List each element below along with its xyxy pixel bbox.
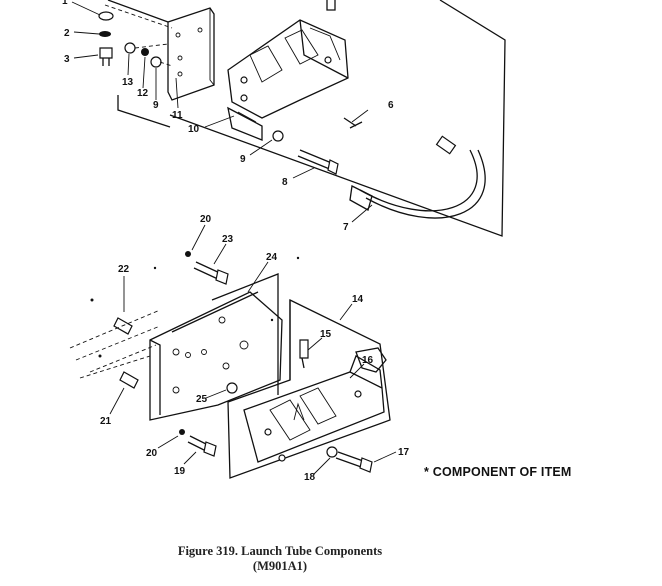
callout-23: 23 [222,234,234,245]
callout-11: 11 [172,110,183,121]
callout-18: 18 [304,472,316,483]
nut-25 [226,382,238,394]
callout-2: 2 [64,28,70,39]
pin-15 [299,339,309,369]
figure-caption: Figure 319. Launch Tube Components (M901… [150,544,410,574]
washer-9 [272,130,284,142]
screw-8 [297,149,339,175]
screw-17 [326,446,373,473]
callout-7: 7 [343,222,349,233]
callout-21: 21 [100,416,112,427]
callout-8: 8 [282,177,288,188]
caption-model: (M901A1) [252,559,308,573]
cable-assembly [349,135,486,219]
screw-6 [343,117,363,129]
callout-15: 15 [320,329,332,340]
mounting-plate [167,7,215,101]
callout-22: 22 [118,264,130,275]
nut-group [124,42,173,68]
plate-24 [149,273,283,421]
callout-17: 17 [398,447,410,458]
upper-assembly [71,0,506,237]
callout-19: 19 [174,466,186,477]
pins-21-22 [69,298,161,389]
callout-13: 13 [122,77,134,88]
component-note: * COMPONENT OF ITEM [424,465,572,479]
item-16-outline [355,347,387,373]
callout-24: 24 [266,252,278,263]
screw-19 [179,429,217,457]
screw-23 [185,251,229,285]
callout-16: 16 [362,355,374,366]
callout-25: 25 [196,394,208,405]
callout-labels: 1 2 3 13 12 9 11 10 6 9 8 7 20 23 22 24 … [62,0,410,483]
callout-6: 6 [388,100,394,111]
callout-14: 14 [352,294,364,305]
block-14 [227,298,391,479]
callout-10: 10 [188,124,200,135]
callout-1: 1 [62,0,68,7]
lower-assembly [69,224,397,479]
callout-20a: 20 [200,214,212,225]
callout-12: 12 [137,88,149,99]
bracket-body [227,19,349,141]
hardware-stack [98,11,114,66]
callout-3: 3 [64,54,70,65]
caption-title: Figure 319. Launch Tube Components [177,544,383,558]
callout-9b: 9 [240,154,246,165]
callout-20b: 20 [146,448,158,459]
callout-9a: 9 [153,100,159,111]
